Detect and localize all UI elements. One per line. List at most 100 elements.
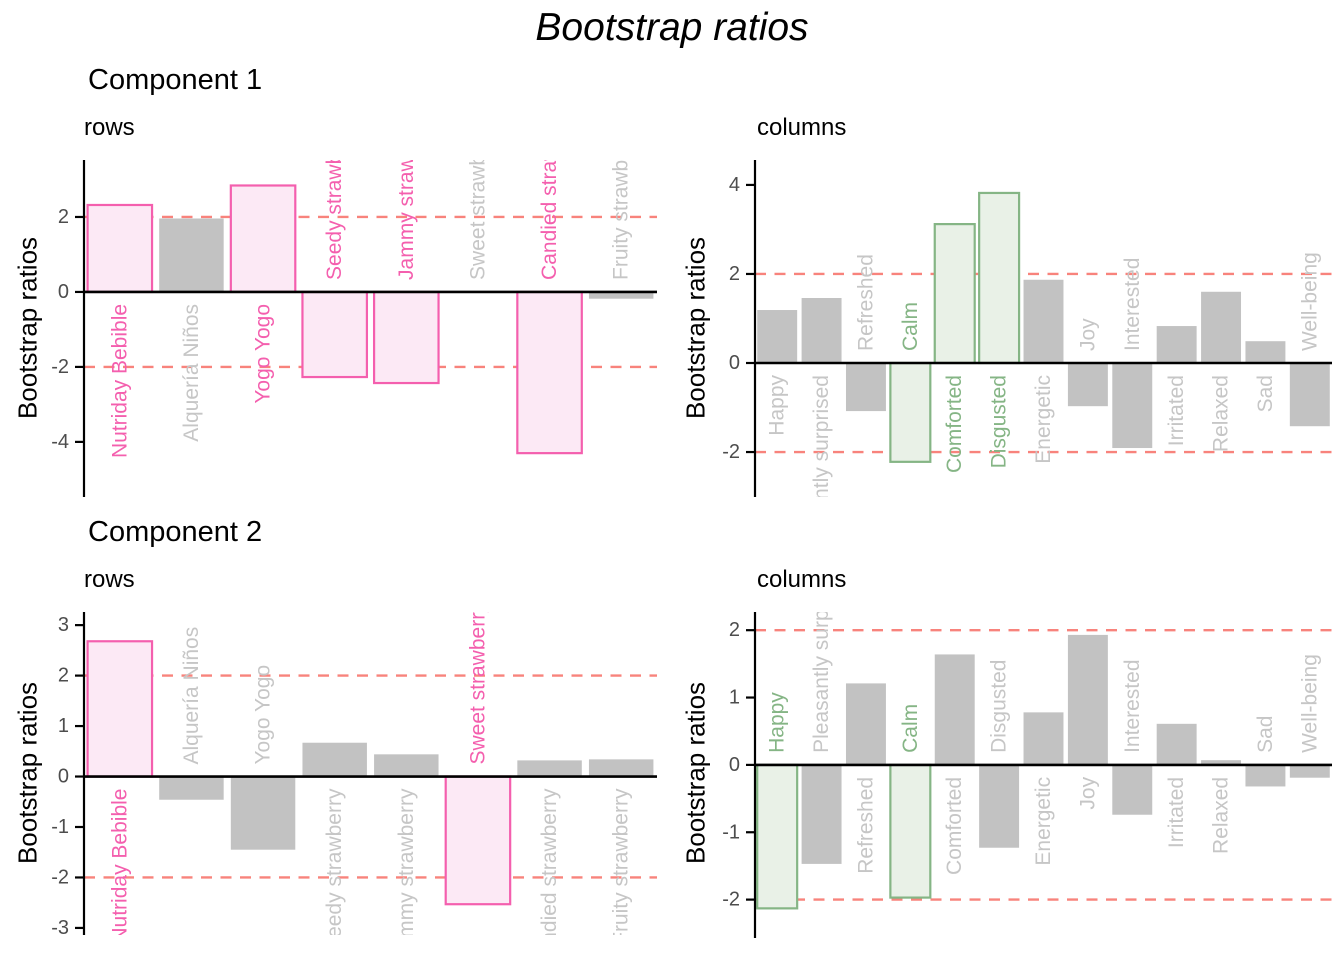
bar-label: Fruity strawberry [610, 123, 633, 280]
bar-Refreshed [845, 683, 886, 765]
bar-label: Disgusted [988, 660, 1011, 753]
bar-label: Energetic [1032, 375, 1055, 464]
panel-0-columns: Happy Pleasantly surprised Refreshed CalmCo… [722, 160, 1332, 564]
bar-Pleasantly surprised [801, 298, 842, 364]
bar-label: Seedy strawberry [323, 116, 346, 280]
panel-1-rows: Nutriday Bebible Alquería Niños Yogo Yogo S… [51, 602, 657, 960]
panel-title-component2-rows: rows [84, 566, 135, 593]
y-tick-label: -2 [51, 866, 69, 888]
bar-Alquería Niños [159, 218, 224, 292]
panel-title-component1-rows: rows [84, 114, 135, 141]
y-tick-label: -4 [51, 431, 69, 453]
bar-Calm [889, 763, 932, 899]
bar-Irritated [1156, 326, 1197, 364]
component-2-heading: Component 2 [88, 516, 263, 548]
bar-label: Joy [1076, 318, 1099, 351]
bar-Joy [1067, 363, 1108, 407]
bar-label: Sad [1254, 375, 1277, 412]
bar-Yogo Yogo [230, 776, 296, 850]
bar-Interested [1112, 363, 1153, 449]
bar-label: Fruity strawberry [610, 788, 633, 945]
bar-label: Calm [899, 704, 922, 753]
bar-label: Sweet strawberry [466, 117, 489, 280]
y-tick-label: -2 [722, 441, 740, 463]
y-tick-label: 2 [729, 263, 740, 285]
bar-Alquería Niños [159, 776, 224, 800]
bar-label: Refreshed [854, 254, 877, 351]
bar-label: Pleasantly surprised [810, 564, 833, 753]
bar-Happy [756, 763, 799, 910]
y-tick-label: 2 [58, 206, 69, 228]
bar-Jammy strawberry [374, 754, 439, 777]
bar-label: Candied strawberry [538, 788, 561, 960]
bar-Well-being [1289, 363, 1330, 427]
bar-Seedy strawberry [301, 290, 369, 379]
bar-label: Well-being [1298, 654, 1321, 753]
bar-label: Sweet strawberry [466, 602, 489, 765]
bar-Nutriday Bebible [86, 640, 154, 778]
bar-label: Joy [1076, 776, 1099, 809]
bar-label: Calm [899, 302, 922, 351]
bar-Refreshed [845, 363, 886, 412]
bar-label: Jammy strawberry [395, 788, 418, 960]
bar-label: Jammy strawberry [395, 108, 418, 280]
bar-label: Nutriday Bebible [108, 789, 131, 943]
bar-Yogo Yogo [229, 184, 297, 294]
bar-Seedy strawberry [302, 742, 367, 777]
figure-title: Bootstrap ratios [535, 6, 809, 49]
bar-Well-being [1289, 764, 1330, 778]
bar-label: Comforted [943, 777, 966, 875]
bar-label: Irritated [1165, 777, 1188, 848]
bar-Fruity strawberry [588, 759, 654, 777]
y-tick-label: 0 [58, 281, 69, 303]
component-1-heading: Component 1 [88, 64, 263, 96]
bar-Joy [1067, 634, 1108, 765]
bar-label: Comforted [943, 375, 966, 473]
bar-label: Sad [1254, 716, 1277, 753]
bar-label: Happy [766, 375, 789, 436]
bar-Fruity strawberry [588, 291, 654, 299]
bar-label: Nutriday Bebible [108, 304, 131, 458]
y-tick-label: 4 [729, 174, 740, 196]
bar-Happy [757, 310, 798, 364]
bar-Jammy strawberry [372, 290, 440, 385]
bar-Relaxed [1201, 760, 1242, 765]
y-tick-label: -3 [51, 917, 69, 939]
bar-Comforted [933, 223, 976, 365]
y-tick-label: 1 [729, 687, 740, 709]
y-tick-label: -2 [51, 356, 69, 378]
bar-Sad [1245, 341, 1286, 364]
bar-label: Interested [1121, 258, 1144, 351]
bar-label: Yogo Yogo [252, 304, 275, 404]
bar-Relaxed [1201, 291, 1242, 364]
bar-label: Candied strawberry [538, 97, 561, 280]
bar-Energetic [1023, 712, 1064, 765]
bar-label: Well-being [1298, 252, 1321, 351]
y-tick-label: 1 [58, 715, 69, 737]
panel-title-component2-columns: columns [757, 566, 847, 593]
bar-label: Relaxed [1210, 375, 1233, 452]
bar-label: Disgusted [988, 375, 1011, 468]
bar-label: Irritated [1165, 375, 1188, 446]
bar-Nutriday Bebible [86, 203, 154, 294]
bar-Pleasantly surprised [801, 764, 842, 864]
bar-Disgusted [978, 191, 1021, 365]
bar-Comforted [934, 654, 975, 765]
bar-label: Energetic [1032, 777, 1055, 866]
bar-label: Alquería Niños [180, 627, 203, 765]
bar-Candied strawberry [517, 760, 582, 777]
bar-label: Yogo Yogo [252, 665, 275, 765]
y-tick-label: 3 [58, 614, 69, 636]
panel-title-component1-columns: columns [757, 114, 847, 141]
y-tick-label: -1 [51, 816, 69, 838]
bar-Sad [1245, 764, 1286, 787]
bar-Calm [889, 361, 932, 463]
bar-label: Refreshed [854, 777, 877, 874]
bar-label: Pleasantly surprised [810, 375, 833, 564]
y-tick-label: 0 [729, 754, 740, 776]
bar-Sweet strawberry [444, 775, 512, 906]
